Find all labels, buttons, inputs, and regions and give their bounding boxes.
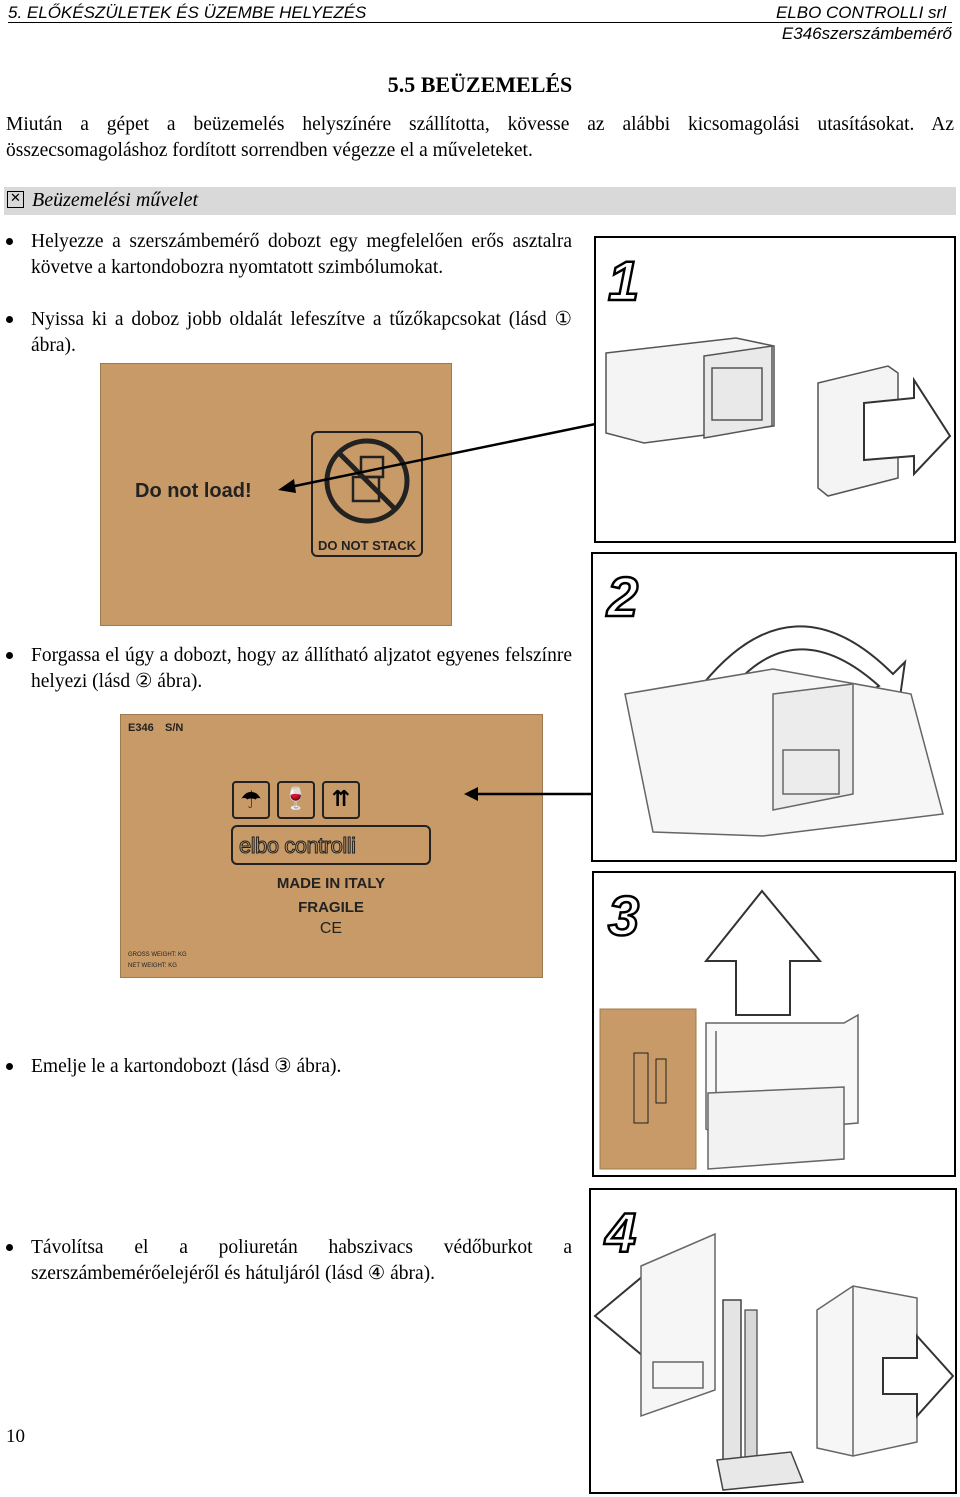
operation-banner: ✕ Beüzemelési művelet [4, 187, 956, 215]
rotate-box-illustration: 2 [605, 564, 944, 837]
net-weight-label: NET WEIGHT: KG [128, 963, 177, 969]
umbrella-icon: ☂ [232, 781, 270, 819]
header-rule [8, 22, 952, 23]
gross-weight-label: GROSS WEIGHT: KG [128, 952, 187, 958]
no-stack-icon [324, 438, 410, 524]
this-side-up-icon: ⇈ [322, 781, 360, 819]
box-side-brand: E346 S/N ☂ 🍷 ⇈ elbo controlli MADE IN IT… [120, 714, 543, 978]
figure-number-4: 4 [604, 1201, 636, 1264]
figure-number-2: 2 [606, 565, 638, 628]
step-1: Helyezze a szerszámbemérő dobozt egy meg… [31, 231, 572, 278]
brand-logo: elbo controlli [231, 825, 431, 865]
header-product: E346szerszámbemérő [781, 24, 952, 43]
step-4: Emelje le a kartondobozt (lásd ③ ábra). [31, 1056, 342, 1077]
header-chapter: 5. ELŐKÉSZÜLETEK ÉS ÜZEMBE HELYEZÉS [8, 3, 367, 22]
figure-4: 4 [589, 1188, 957, 1494]
step-5: Távolítsa el a poliuretán habszivacs véd… [31, 1237, 572, 1284]
box-side-do-not-load: Do not load! DO NOT STACK [100, 363, 452, 626]
page-number: 10 [6, 1426, 25, 1447]
bullet-icon [6, 1063, 13, 1070]
bullet-icon [6, 316, 13, 323]
section-title: 5.5 BEÜZEMELÉS [387, 72, 573, 97]
remove-foam-illustration: 4 [593, 1200, 955, 1491]
serial-label: S/N [165, 722, 184, 734]
figure-2: 2 [591, 552, 957, 862]
banner-label: Beüzemelési művelet [32, 189, 199, 211]
glass-icon: 🍷 [277, 781, 315, 819]
do-not-stack-label: DO NOT STACK [318, 538, 416, 553]
fragile-label: FRAGILE [298, 899, 364, 916]
bullet-icon [6, 238, 13, 245]
checkbox-icon: ✕ [7, 191, 24, 208]
open-box-illustration: 1 [605, 248, 952, 497]
model-label: E346 [128, 722, 154, 734]
bullet-icon [6, 1244, 13, 1251]
figure-number-1: 1 [608, 249, 639, 312]
step-2: Nyissa ki a doboz jobb oldalát lefeszítv… [31, 309, 572, 356]
figure-number-3: 3 [608, 884, 639, 947]
made-in-label: MADE IN ITALY [276, 875, 386, 892]
ce-mark: CE [319, 920, 343, 937]
intro-paragraph: Miután a gépet a beüzemelés helyszínére … [6, 114, 954, 161]
bullet-icon [6, 652, 13, 659]
figure-3: 3 [592, 871, 956, 1177]
do-not-stack-sign: DO NOT STACK [311, 431, 423, 557]
figure-1: 1 [594, 236, 956, 543]
header-company: ELBO CONTROLLI srl [775, 3, 946, 22]
do-not-load-label: Do not load! [135, 480, 252, 502]
step-3: Forgassa el úgy a dobozt, hogy az állíth… [31, 645, 572, 692]
lift-box-illustration: 3 [599, 883, 859, 1170]
